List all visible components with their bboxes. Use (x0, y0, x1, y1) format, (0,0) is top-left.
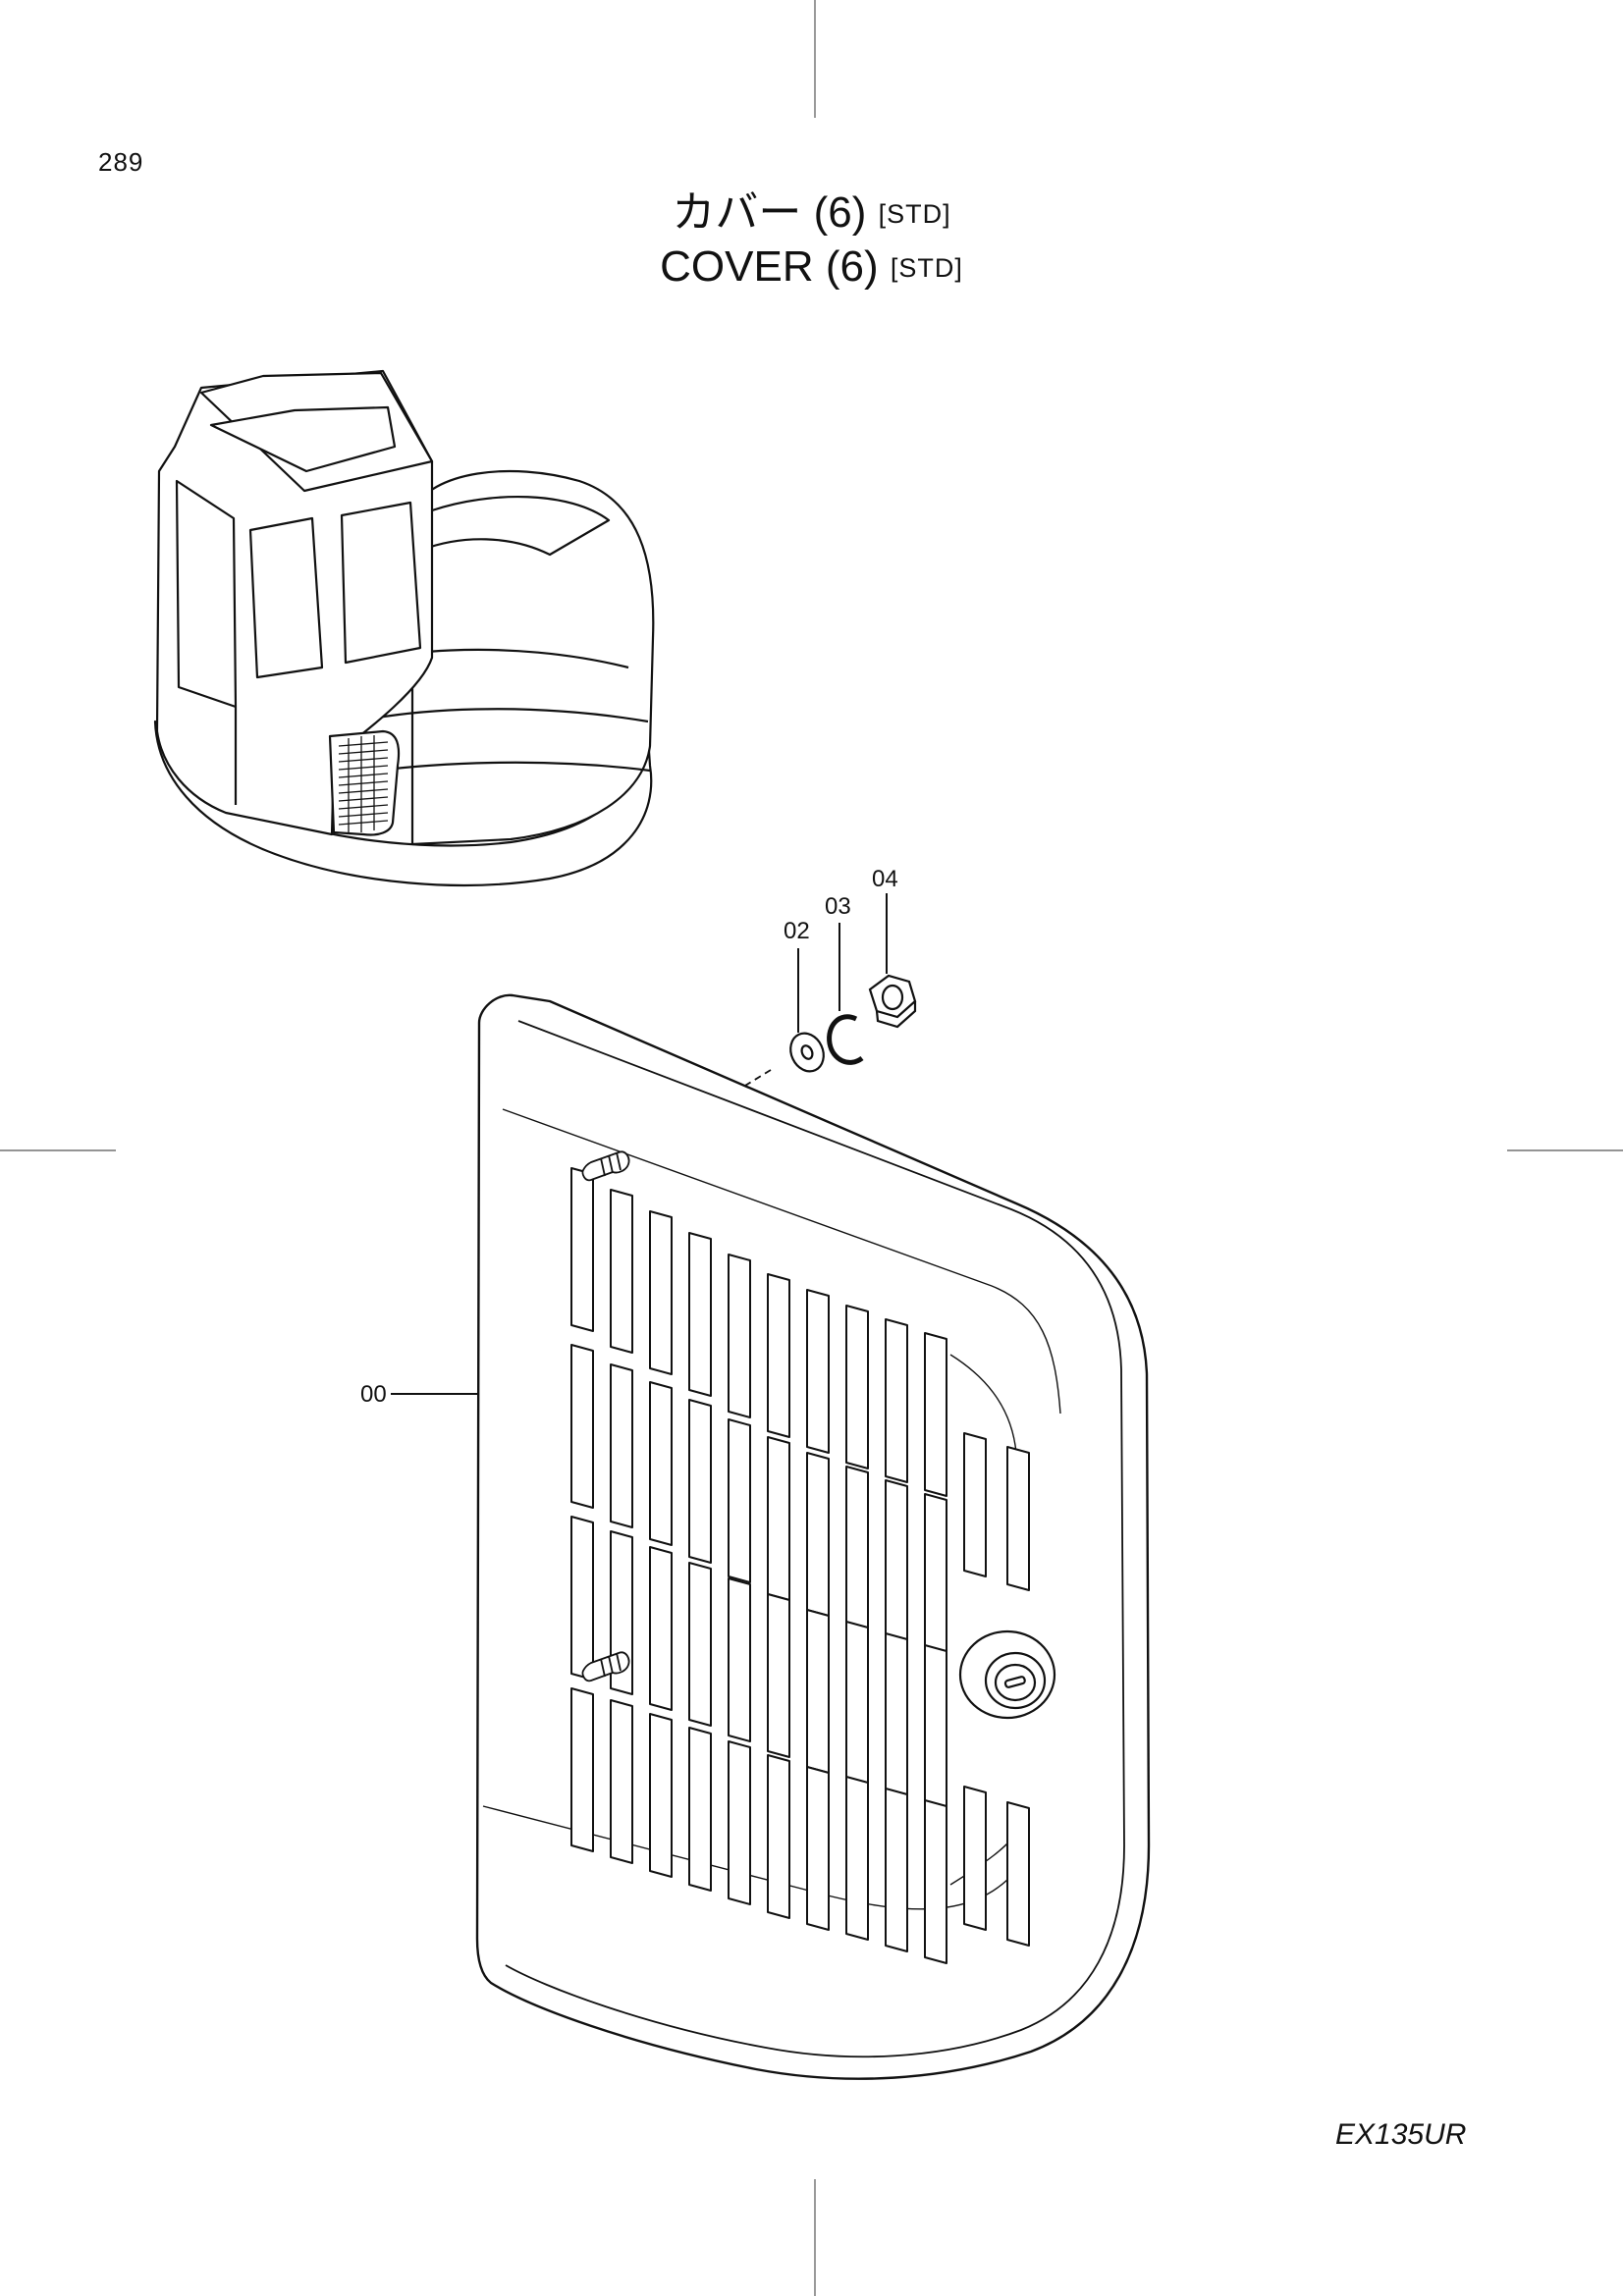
side-slots (963, 1432, 1030, 1947)
title-jp-tag: [STD] (878, 199, 951, 229)
callout-03: 03 (825, 893, 851, 920)
title-jp-main: カバー (6) (672, 188, 867, 237)
title-english: COVER (6) [STD] (0, 245, 1623, 289)
hardware-parts (789, 974, 917, 1073)
mounting-studs (581, 1150, 630, 1682)
model-code: EX135UR (1335, 2118, 1467, 2151)
louver-grid (570, 1167, 947, 1964)
machine-overview (153, 369, 655, 886)
title-en-main: COVER (6) (660, 242, 879, 291)
title-japanese: カバー (6) [STD] (0, 191, 1623, 235)
spring-washer-03 (827, 1014, 864, 1065)
page-number: 289 (98, 147, 144, 177)
callout-04: 04 (872, 866, 898, 892)
callout-00: 00 (360, 1381, 387, 1408)
front-cover-00 (475, 993, 1151, 2080)
title-en-tag: [STD] (890, 253, 963, 283)
key-lock-icon (958, 1629, 1056, 1720)
callout-02: 02 (784, 918, 810, 944)
